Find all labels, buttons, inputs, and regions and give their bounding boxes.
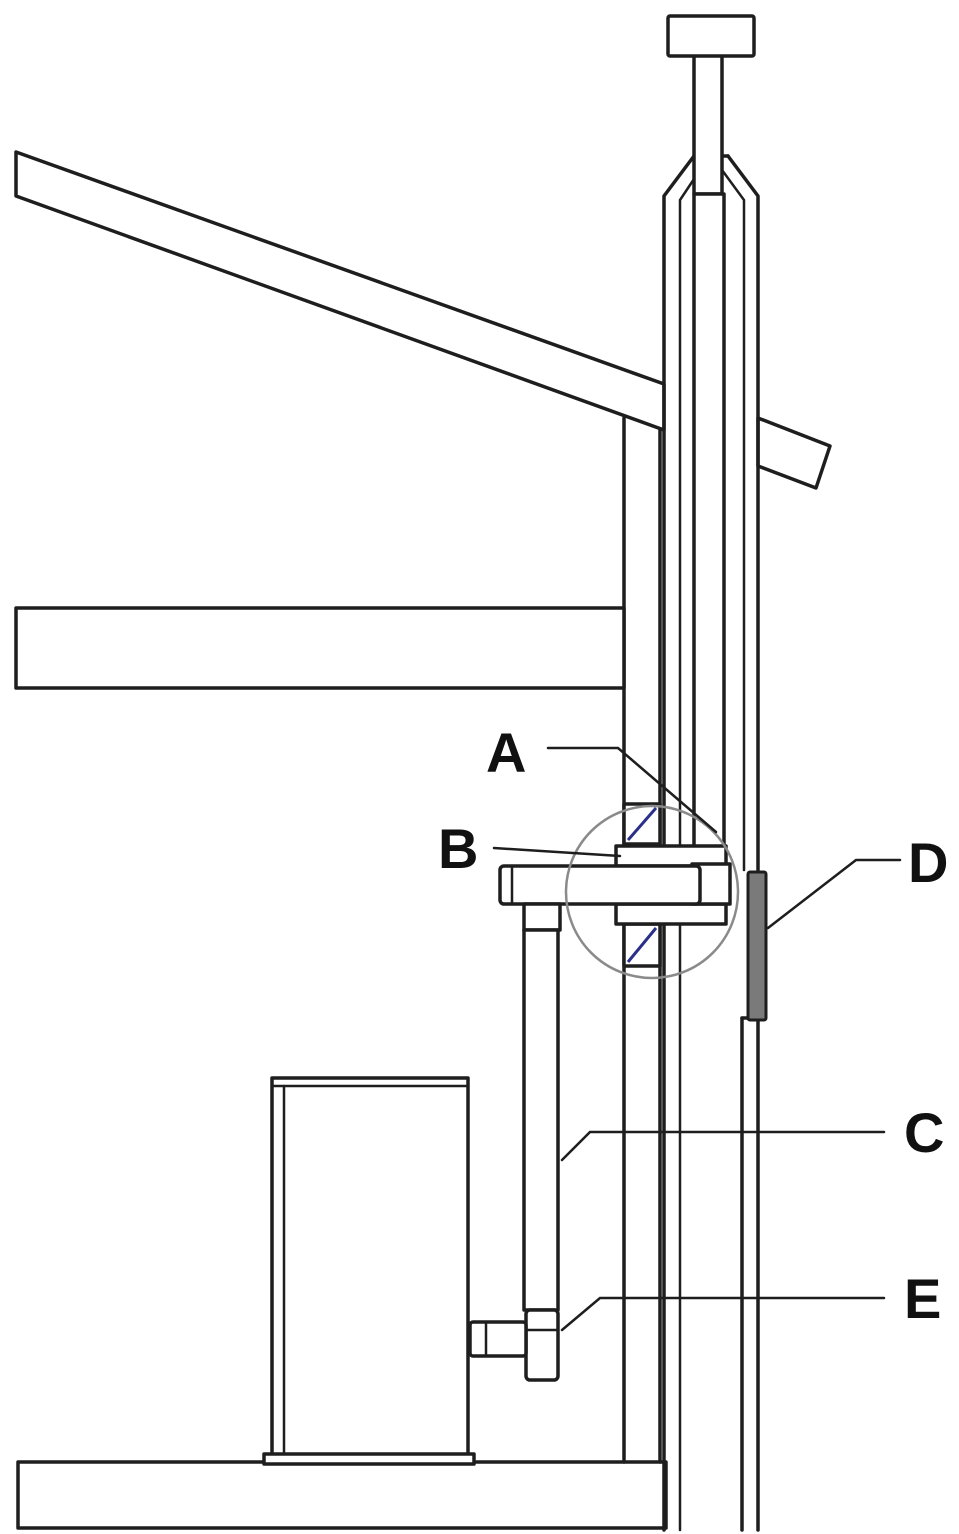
label-e: E xyxy=(904,1267,941,1330)
detail-circle xyxy=(564,804,740,980)
flue-pipe xyxy=(692,52,726,916)
floor-slab xyxy=(16,1460,668,1530)
label-b: B xyxy=(438,817,478,880)
label-a: A xyxy=(486,721,526,784)
roof-rafter-overhang xyxy=(756,416,832,490)
wall-thimble xyxy=(622,802,662,968)
label-c: C xyxy=(904,1101,944,1164)
stove xyxy=(262,1076,476,1466)
label-d: D xyxy=(908,831,948,894)
leader-lines xyxy=(492,746,902,1332)
roof-rafter xyxy=(14,150,666,432)
ceiling-joist xyxy=(14,606,626,690)
horizontal-flue-connector xyxy=(498,864,702,906)
seal-plate-d xyxy=(746,870,768,1022)
chimney-lower-right xyxy=(740,1016,760,1532)
stove-pipe-c xyxy=(522,902,562,1382)
chimney-cap xyxy=(666,14,756,58)
stove-outlet-e xyxy=(468,1320,528,1358)
